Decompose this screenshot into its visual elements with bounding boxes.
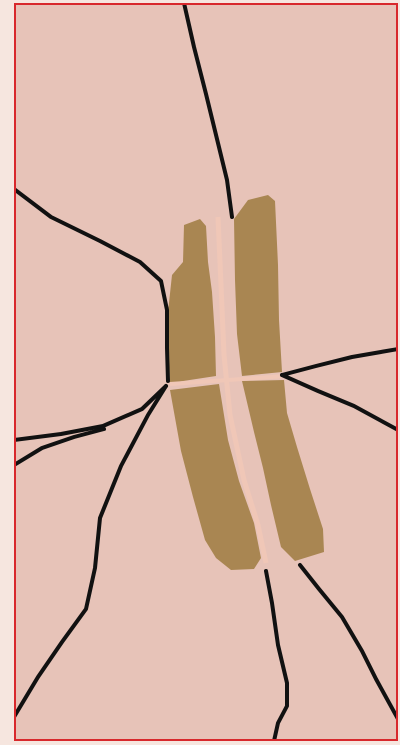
urban-area-north-east: [234, 195, 282, 376]
map-svg: [16, 5, 396, 739]
map-panel: [14, 3, 398, 741]
